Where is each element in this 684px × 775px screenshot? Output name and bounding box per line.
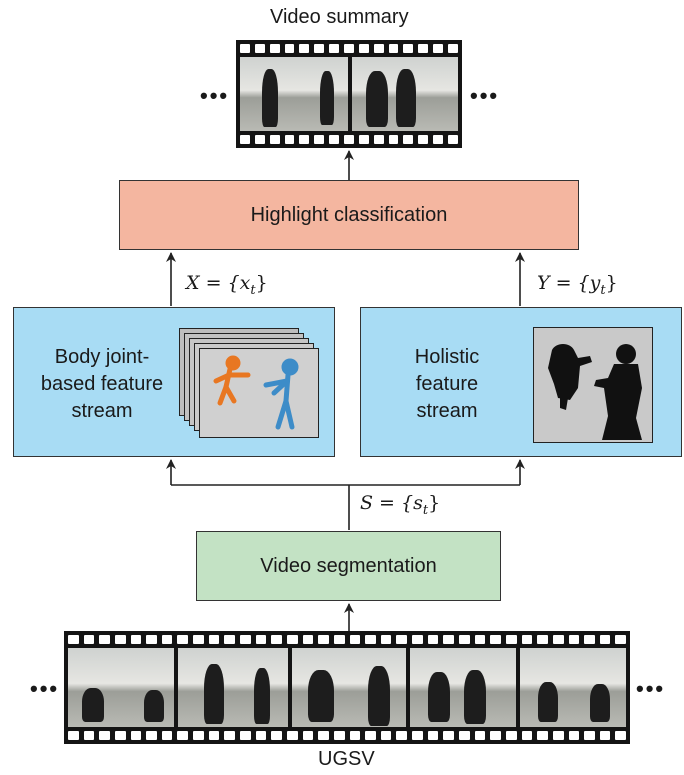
s-edge-label: S = {st}: [360, 492, 441, 518]
body-joint-stream-box: Body joint- based feature stream: [13, 307, 335, 457]
ugsv-frame: [178, 648, 288, 727]
ugsv-label: UGSV: [318, 748, 375, 770]
summary-frame: [240, 57, 348, 131]
holistic-stream-box: Holistic feature stream: [360, 307, 682, 457]
ellipsis-left-bottom: •••: [30, 676, 60, 701]
ugsv-frame: [520, 648, 626, 727]
holistic-silhouette-image: [533, 327, 653, 443]
ellipsis-left-top: •••: [200, 83, 230, 108]
skeleton-figures-icon: [213, 355, 299, 430]
ellipsis-right-top: •••: [470, 83, 500, 108]
skeleton-frame-stack: [179, 328, 329, 448]
ugsv-frame: [410, 648, 516, 727]
highlight-classification-box: Highlight classification: [119, 180, 579, 250]
ugsv-frame: [292, 648, 406, 727]
video-segmentation-label: Video segmentation: [260, 554, 437, 577]
body-joint-stream-label: Body joint- based feature stream: [40, 346, 164, 422]
ugsv-frame: [68, 648, 174, 727]
x-edge-label: X = {xt}: [186, 272, 268, 298]
highlight-classification-label: Highlight classification: [250, 203, 448, 226]
ugsv-filmstrip: [64, 631, 630, 744]
video-segmentation-box: Video segmentation: [196, 531, 501, 601]
y-edge-label: Y = {yt}: [537, 272, 618, 298]
summary-filmstrip: [236, 40, 462, 148]
ellipsis-right-bottom: •••: [636, 676, 666, 701]
video-summary-title: Video summary: [270, 6, 409, 28]
holistic-stream-label: Holistic feature stream: [414, 346, 480, 422]
summary-frame: [352, 57, 458, 131]
